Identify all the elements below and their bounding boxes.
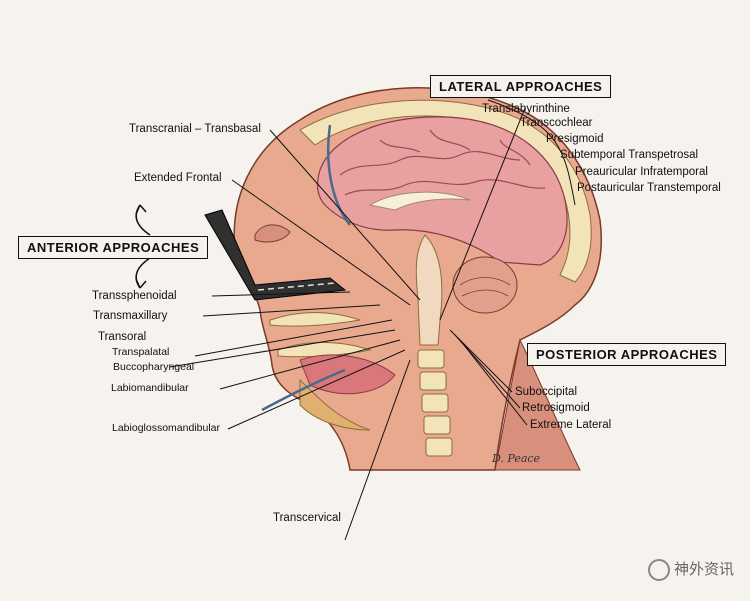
wechat-icon (647, 559, 670, 581)
label-transsphenoidal: Transsphenoidal (92, 290, 177, 302)
lateral-approaches-heading: LATERAL APPROACHES (430, 75, 612, 98)
label-extended-frontal: Extended Frontal (134, 172, 222, 184)
label-subtemporal-transpetrosal: Subtemporal Transpetrosal (560, 149, 699, 161)
label-transoral: Transoral (98, 331, 147, 343)
label-transcochlear: Transcochlear (520, 117, 593, 129)
label-labiomandibular: Labiomandibular (111, 382, 189, 394)
label-transcervical: Transcervical (273, 512, 341, 524)
label-transmaxillary: Transmaxillary (93, 310, 168, 322)
label-labioglossomandibular: Labioglossomandibular (112, 422, 220, 434)
label-postauricular-transtemporal: Postauricular Transtemporal (577, 182, 721, 194)
label-transcranial-transbasal: Transcranial – Transbasal (129, 123, 261, 135)
posterior-approaches-heading: POSTERIOR APPROACHES (527, 343, 727, 366)
label-suboccipital: Suboccipital (515, 386, 578, 398)
brainstem (415, 234, 443, 346)
watermark-text: 神外资讯 (673, 560, 734, 578)
speculum-instrument (204, 209, 347, 301)
brain (316, 116, 568, 266)
spinal-column (417, 349, 453, 457)
artist-signature: D. Peace (491, 452, 541, 465)
watermark: 神外资讯 (647, 558, 734, 581)
label-translabyrinthine: Translabyrinthine (482, 103, 570, 115)
anterior-approaches-heading: ANTERIOR APPROACHES (18, 236, 209, 259)
label-presigmoid: Presigmoid (546, 133, 604, 145)
label-preauricular-infratemporal: Preauricular Infratemporal (575, 166, 708, 178)
label-retrosigmoid: Retrosigmoid (522, 402, 590, 414)
label-buccopharyngeal: Buccopharyngeal (113, 361, 195, 373)
cerebellum (452, 256, 518, 314)
label-transpalatal: Transpalatal (112, 346, 170, 358)
label-extreme-lateral: Extreme Lateral (530, 419, 612, 431)
